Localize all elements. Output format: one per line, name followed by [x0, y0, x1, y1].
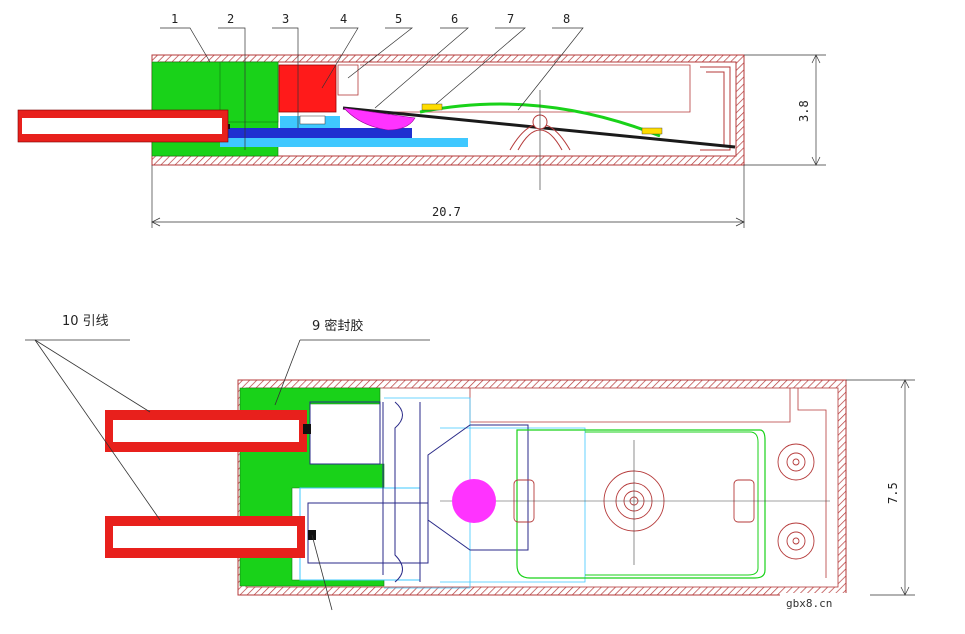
part-label-4: 4	[340, 12, 347, 26]
callout-lines	[25, 339, 430, 611]
side-contact-point	[343, 107, 416, 131]
dim-width-top	[846, 379, 915, 596]
dim-height-side-label: 3.8	[797, 100, 811, 122]
part-label-6: 6	[451, 12, 458, 26]
top-view: 10 引线 9 密封胶 7.5	[25, 314, 915, 611]
top-lead-wire-upper	[105, 410, 311, 452]
part-label-5: 5	[395, 12, 402, 26]
dim-length-label: 20.7	[432, 205, 461, 219]
dim-width-top-label: 7.5	[886, 482, 900, 504]
dim-height-side	[744, 54, 826, 166]
watermark-text: gbx8.cn	[786, 597, 832, 610]
part-label-2: 2	[227, 12, 234, 26]
callout-sealant: 9 密封胶	[312, 318, 363, 334]
top-contact-point	[452, 479, 496, 523]
part-label-1: 1	[171, 12, 178, 26]
part-label-8: 8	[563, 12, 570, 26]
side-red-block	[278, 64, 337, 113]
dim-length	[151, 165, 745, 228]
part-label-3: 3	[282, 12, 289, 26]
part-label-7: 7	[507, 12, 514, 26]
callout-lead-wire: 10 引线	[62, 314, 109, 329]
part-leader-lines	[160, 27, 584, 150]
side-cyan-strip	[220, 138, 468, 147]
side-view: 1 2 3 4 5 6 7 8 3.8 20.7	[17, 12, 826, 228]
side-lead-wire	[17, 109, 229, 143]
side-blue-insulator	[222, 128, 412, 138]
top-lead-wire-lower	[105, 516, 316, 558]
